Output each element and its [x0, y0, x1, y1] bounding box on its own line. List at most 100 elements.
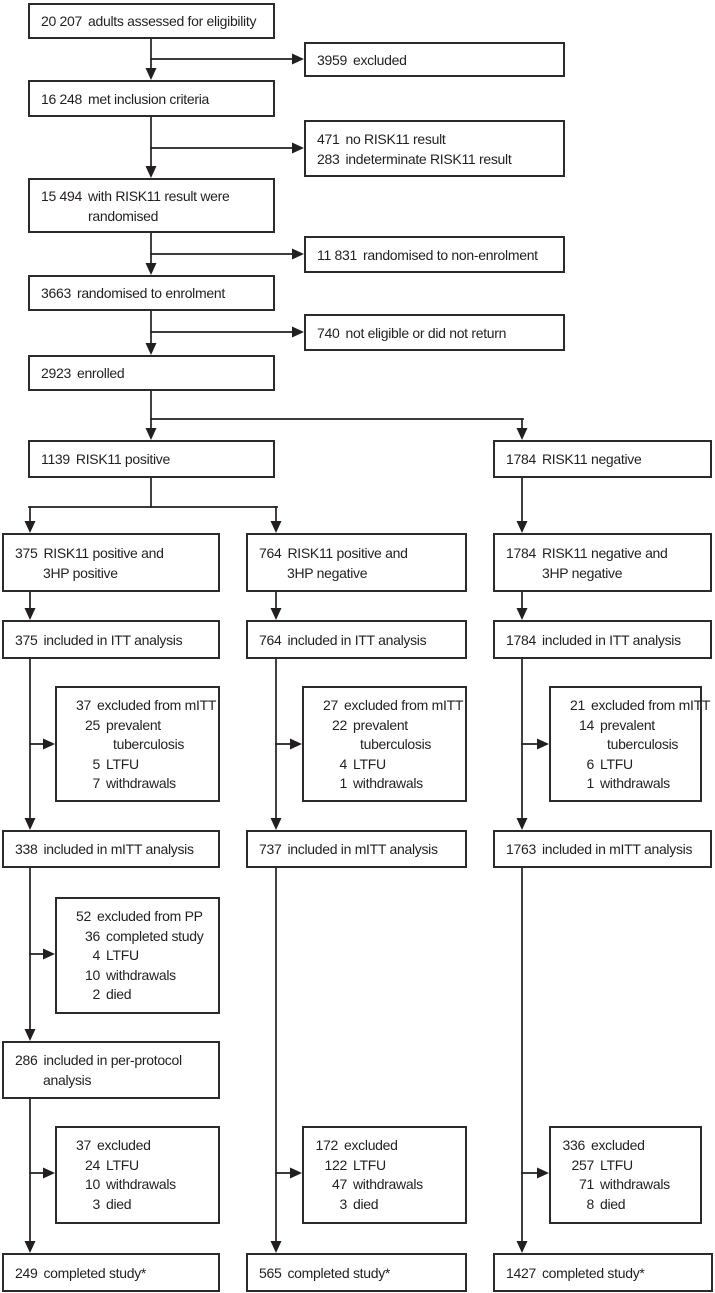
box-line: 3959 excluded: [317, 50, 557, 70]
count-value: 15 494: [41, 187, 83, 204]
line-label: no RISK11 result: [345, 130, 446, 147]
line-label: excluded from PP: [97, 908, 203, 924]
count-value: 336: [562, 1137, 586, 1153]
count-value: 1763: [506, 841, 536, 857]
line-label: LTFU: [106, 755, 139, 772]
line-label: RISK11 negative and: [541, 544, 668, 561]
box-not-eligible: 740 not eligible or did not return: [304, 314, 565, 351]
line-label: tuberculosis: [360, 736, 432, 752]
count-value: 47: [332, 1176, 347, 1192]
arrowhead-icon: [537, 1167, 549, 1179]
count-value: 10: [85, 966, 100, 983]
count-value: 1: [586, 775, 595, 791]
line-label: indeterminate RISK11 result: [345, 150, 512, 167]
line-label: not eligible or did not return: [345, 324, 507, 341]
arrowhead-icon: [145, 68, 157, 80]
count-value: 471: [317, 130, 340, 147]
line-label: analysis: [43, 1072, 92, 1088]
line-label: LTFU: [600, 1156, 633, 1173]
arrowhead-icon: [145, 428, 157, 440]
line-label: included in ITT analysis: [287, 631, 427, 648]
count-value: 2: [92, 986, 101, 1002]
line-label: excluded from mITT: [591, 697, 711, 713]
arrowhead-icon: [145, 343, 157, 355]
line-label: excluded: [344, 1137, 398, 1153]
line-label: tuberculosis: [607, 736, 679, 752]
count-value: 3959: [317, 51, 347, 68]
arrowhead-icon: [292, 326, 304, 338]
line-label: included in mITT analysis: [287, 841, 438, 857]
count-value: 1784: [506, 544, 536, 561]
box-line: randomised: [88, 206, 267, 226]
count-value: 172: [315, 1137, 339, 1153]
count-value: 286: [15, 1052, 38, 1068]
count-value: 764: [259, 544, 282, 561]
line-label: excluded: [352, 51, 407, 68]
count-value: 740: [317, 324, 340, 341]
box-line: tuberculosis: [607, 735, 696, 755]
count-value: 3663: [41, 285, 71, 301]
line-label: randomised: [88, 207, 159, 224]
line-label: excluded: [97, 1137, 151, 1153]
line-label: met inclusion criteria: [88, 90, 210, 107]
count-value: 52: [76, 908, 91, 924]
count-value: 11 831: [317, 246, 357, 263]
box-line: 5 LTFU: [67, 755, 214, 775]
line-label: with RISK11 result were: [88, 187, 230, 204]
count-value: 3: [92, 1195, 101, 1212]
line-label: enrolled: [76, 365, 125, 381]
count-value: 565: [259, 1264, 282, 1281]
box-randomised: 15 494 with RISK11 result were randomised: [28, 178, 275, 233]
line-label: prevalent: [106, 716, 161, 733]
line-label: withdrawals: [600, 775, 670, 791]
arrowhead-icon: [43, 948, 55, 960]
count-value: 7: [92, 775, 101, 791]
arrowhead-icon: [24, 1241, 36, 1253]
line-label: tuberculosis: [113, 736, 185, 752]
count-value: 249: [15, 1264, 38, 1281]
line-label: completed study: [106, 927, 204, 944]
count-value: 22: [332, 716, 347, 733]
box-line: 1 withdrawals: [561, 774, 696, 794]
count-value: 21: [570, 697, 585, 713]
line-label: withdrawals: [106, 775, 176, 791]
line-label: withdrawals: [353, 775, 423, 791]
arrowhead-icon: [290, 738, 302, 750]
count-value: 5: [92, 755, 101, 772]
arrowhead-icon: [24, 608, 36, 620]
count-value: 3: [339, 1195, 348, 1212]
box-line: 7 withdrawals: [67, 774, 214, 794]
